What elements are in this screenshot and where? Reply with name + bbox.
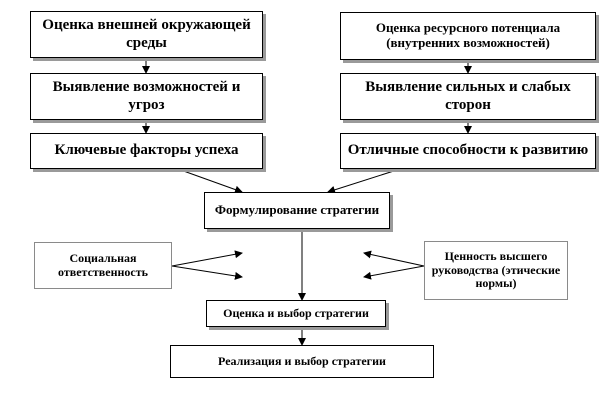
node-strategy-formulation: Формулирование стратегии xyxy=(204,192,390,229)
arrow-capabilities-to-formulation xyxy=(327,168,401,194)
node-management-values: Ценность высшего руководства (этические … xyxy=(424,241,568,300)
arrow-values-upper xyxy=(363,250,425,267)
node-strategy-evaluation-label: Оценка и выбор стратегии xyxy=(223,305,369,320)
node-management-values-label: Ценность высшего руководства (этические … xyxy=(431,248,561,291)
node-strategy-evaluation: Оценка и выбор стратегии xyxy=(206,300,386,327)
arrow-values-lower xyxy=(363,265,425,280)
node-key-success-factors: Ключевые факторы успеха xyxy=(30,133,263,169)
node-external-environment-label: Оценка внешней окружающей среды xyxy=(42,17,251,51)
node-key-success-factors-label: Ключевые факторы успеха xyxy=(54,142,239,159)
node-distinctive-capabilities: Отличные способности к развитию xyxy=(340,133,596,169)
node-distinctive-capabilities-label: Отличные способности к развитию xyxy=(347,142,589,159)
node-external-environment: Оценка внешней окружающей среды xyxy=(30,11,263,58)
node-strategy-implementation-label: Реализация и выбор стратегии xyxy=(218,353,386,368)
node-strategy-formulation-label: Формулирование стратегии xyxy=(214,202,380,218)
arrow-ksf-to-formulation xyxy=(177,168,243,194)
node-strengths-weaknesses: Выявление сильных и слабых сторон xyxy=(340,73,596,120)
arrow-social-lower xyxy=(171,265,243,280)
node-resource-potential: Оценка ресурсного потенциала (внутренних… xyxy=(340,12,596,60)
node-strengths-weaknesses-label: Выявление сильных и слабых сторон xyxy=(365,79,571,113)
node-social-responsibility-label: Социальная ответственность xyxy=(57,250,148,279)
arrow-social-upper xyxy=(171,250,243,267)
node-opportunities-threats: Выявление возможностей и угроз xyxy=(30,73,263,120)
node-opportunities-threats-label: Выявление возможностей и угроз xyxy=(52,79,241,113)
node-strategy-implementation: Реализация и выбор стратегии xyxy=(170,345,434,378)
node-social-responsibility: Социальная ответственность xyxy=(34,242,172,289)
node-resource-potential-label: Оценка ресурсного потенциала (внутренних… xyxy=(375,20,561,50)
